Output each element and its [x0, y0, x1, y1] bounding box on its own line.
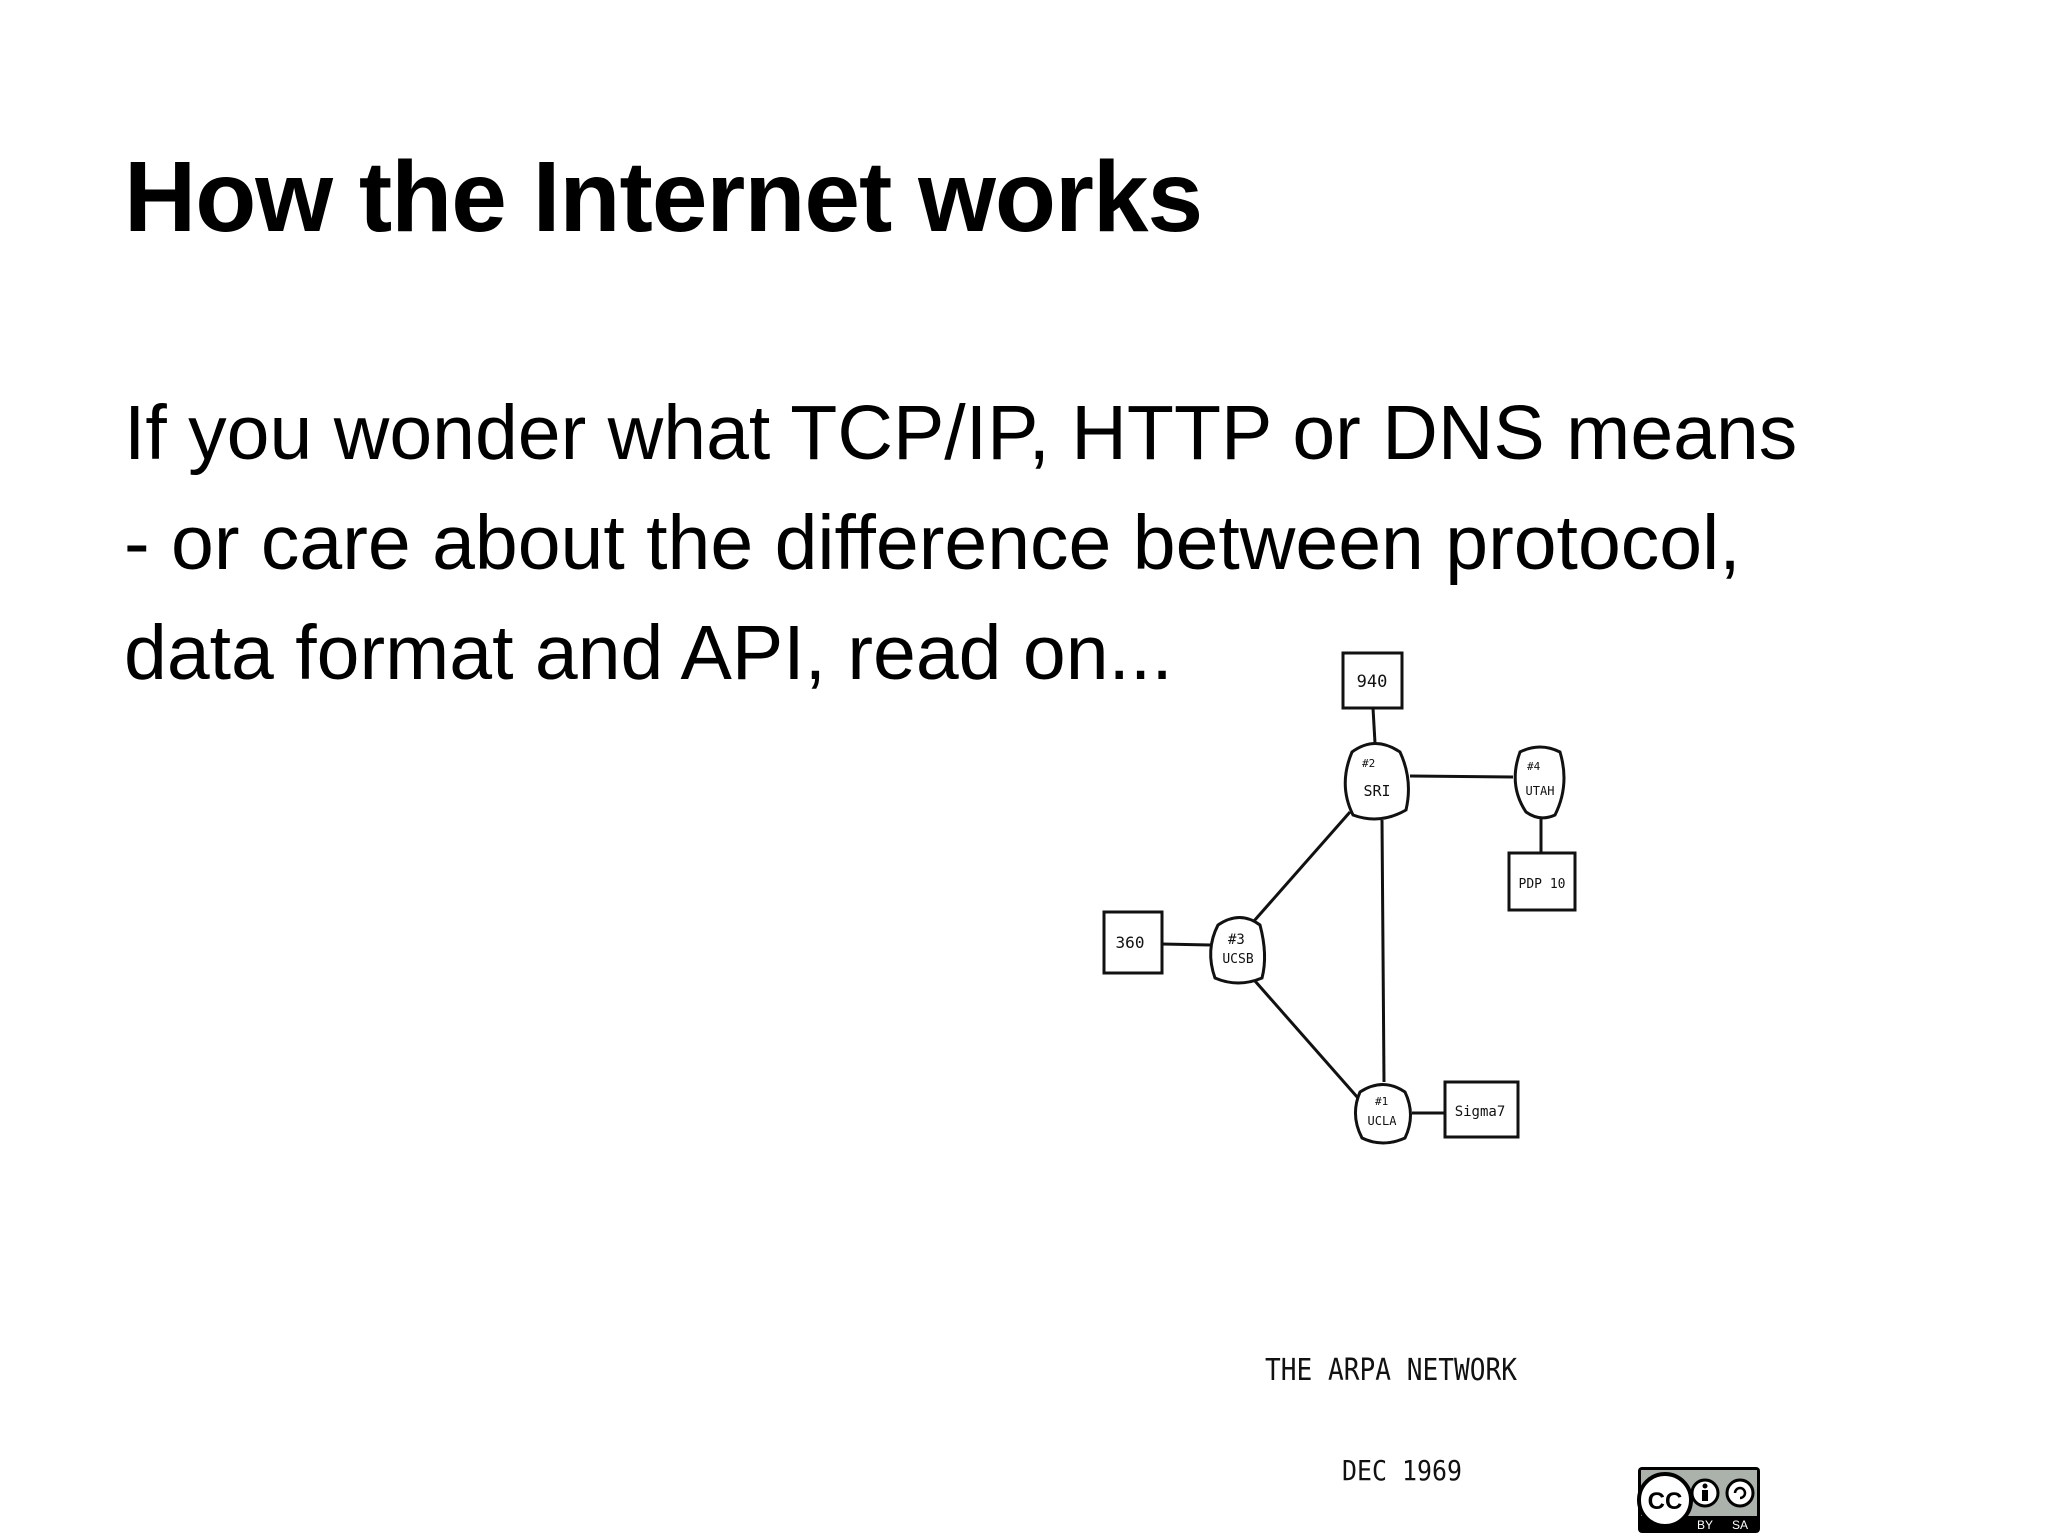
node-ucla-number: #1	[1375, 1095, 1388, 1108]
sa-label: SA	[1732, 1518, 1748, 1532]
host-360-box	[1102, 910, 1164, 975]
host-sigma7-box	[1443, 1080, 1520, 1139]
by-label: BY	[1697, 1518, 1713, 1532]
node-ucsb	[1209, 916, 1267, 985]
link-940-sri	[1371, 707, 1377, 744]
node-utah-number: #4	[1527, 760, 1541, 773]
node-sri	[1343, 742, 1410, 821]
link-360-ucsb	[1161, 942, 1211, 947]
body-line: If you wonder what TCP/IP, HTTP or DNS m…	[124, 390, 1798, 476]
cc-label: CC	[1648, 1488, 1683, 1515]
cc-by-sa-badge[interactable]: CC BY SA	[1637, 1467, 1760, 1533]
node-ucsb-number: #3	[1228, 932, 1245, 948]
node-utah-name: UTAH	[1526, 784, 1555, 798]
node-sri-name: SRI	[1363, 782, 1390, 800]
node-ucla-name: UCLA	[1368, 1114, 1398, 1128]
diagram-caption: THE ARPA NETWORK	[1265, 1353, 1517, 1388]
link-sri-ucsb	[1252, 811, 1352, 922]
link-ucsb-ucla	[1253, 980, 1360, 1099]
body-line: data format and API, read on...	[124, 610, 1173, 696]
host-pdp10-label: PDP 10	[1519, 877, 1566, 892]
node-ucla	[1354, 1083, 1412, 1145]
link-sri-ucla	[1380, 819, 1386, 1083]
slide-body: If you wonder what TCP/IP, HTTP or DNS m…	[124, 378, 1797, 708]
diagram-date: DEC 1969	[1342, 1454, 1462, 1487]
cc-icon	[1637, 1472, 1693, 1528]
host-pdp10-box	[1507, 851, 1577, 912]
host-360-label: 360	[1116, 933, 1145, 952]
node-utah	[1513, 745, 1566, 820]
link-sri-utah	[1409, 774, 1514, 779]
host-940-label: 940	[1357, 672, 1388, 692]
node-ucsb-name: UCSB	[1222, 952, 1253, 967]
host-sigma7-label: Sigma7	[1455, 1104, 1506, 1120]
node-sri-number: #2	[1362, 757, 1375, 770]
slide-title: How the Internet works	[124, 141, 1203, 253]
sa-share-alike-icon	[1725, 1478, 1755, 1508]
host-940-box	[1341, 651, 1404, 710]
body-line: - or care about the difference between p…	[124, 500, 1741, 586]
